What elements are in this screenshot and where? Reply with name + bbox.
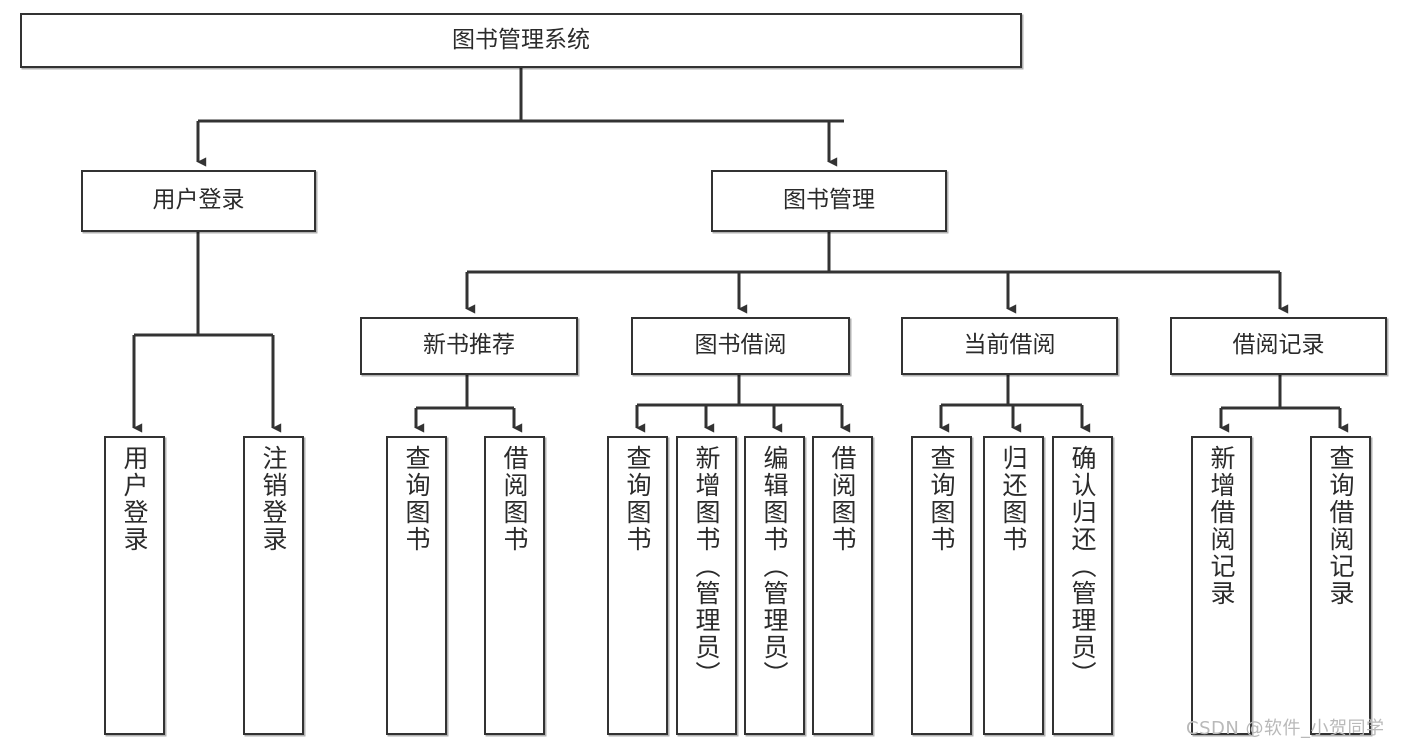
node-leaf-user-login[interactable]: 用户登录: [104, 436, 165, 735]
node-leaf-borrow-book-2[interactable]: 借阅图书: [812, 436, 873, 735]
node-book-borrow-label: 图书借阅: [694, 332, 787, 359]
node-leaf-logout[interactable]: 注销登录: [243, 436, 304, 735]
node-leaf-add-record-label: 新增借阅记录: [1207, 445, 1236, 607]
node-borrow-record-label: 借阅记录: [1232, 332, 1325, 359]
node-leaf-add-book-label: 新增图书（管理员）: [692, 445, 721, 688]
node-current-borrow[interactable]: 当前借阅: [901, 317, 1118, 375]
node-root[interactable]: 图书管理系统: [20, 13, 1022, 68]
node-leaf-query-book-2[interactable]: 查询图书: [607, 436, 668, 735]
node-leaf-user-login-label: 用户登录: [120, 445, 149, 553]
node-book-manage-label: 图书管理: [783, 187, 875, 214]
node-leaf-confirm-return-label: 确认归还（管理员）: [1068, 445, 1097, 688]
node-leaf-borrow-book-2-label: 借阅图书: [828, 445, 857, 553]
node-leaf-edit-book[interactable]: 编辑图书（管理员）: [744, 436, 805, 735]
node-new-book-rec-label: 新书推荐: [423, 332, 515, 359]
node-leaf-query-book-2-label: 查询图书: [623, 445, 652, 553]
node-leaf-borrow-book-1[interactable]: 借阅图书: [484, 436, 545, 735]
node-book-manage[interactable]: 图书管理: [711, 170, 947, 232]
csdn-watermark: CSDN @软件_小贺同学: [1186, 718, 1385, 739]
node-leaf-query-book-3-label: 查询图书: [927, 445, 956, 553]
node-root-label: 图书管理系统: [452, 26, 590, 53]
node-leaf-return-book-label: 归还图书: [999, 445, 1028, 553]
node-leaf-query-record[interactable]: 查询借阅记录: [1310, 436, 1371, 735]
node-user-login-label: 用户登录: [152, 187, 245, 214]
node-borrow-record[interactable]: 借阅记录: [1170, 317, 1387, 375]
node-leaf-query-record-label: 查询借阅记录: [1326, 445, 1355, 607]
node-leaf-return-book[interactable]: 归还图书: [983, 436, 1044, 735]
node-new-book-rec[interactable]: 新书推荐: [360, 317, 578, 375]
node-leaf-add-book[interactable]: 新增图书（管理员）: [676, 436, 737, 735]
node-leaf-query-book-1[interactable]: 查询图书: [386, 436, 447, 735]
node-book-borrow[interactable]: 图书借阅: [631, 317, 850, 375]
node-leaf-borrow-book-1-label: 借阅图书: [500, 445, 529, 553]
node-leaf-query-book-3[interactable]: 查询图书: [911, 436, 972, 735]
node-leaf-query-book-1-label: 查询图书: [402, 445, 431, 553]
node-user-login[interactable]: 用户登录: [81, 170, 316, 232]
node-leaf-add-record[interactable]: 新增借阅记录: [1191, 436, 1252, 735]
node-leaf-logout-label: 注销登录: [259, 445, 288, 553]
node-leaf-edit-book-label: 编辑图书（管理员）: [760, 445, 789, 688]
node-current-borrow-label: 当前借阅: [963, 332, 1056, 359]
node-leaf-confirm-return[interactable]: 确认归还（管理员）: [1052, 436, 1113, 735]
